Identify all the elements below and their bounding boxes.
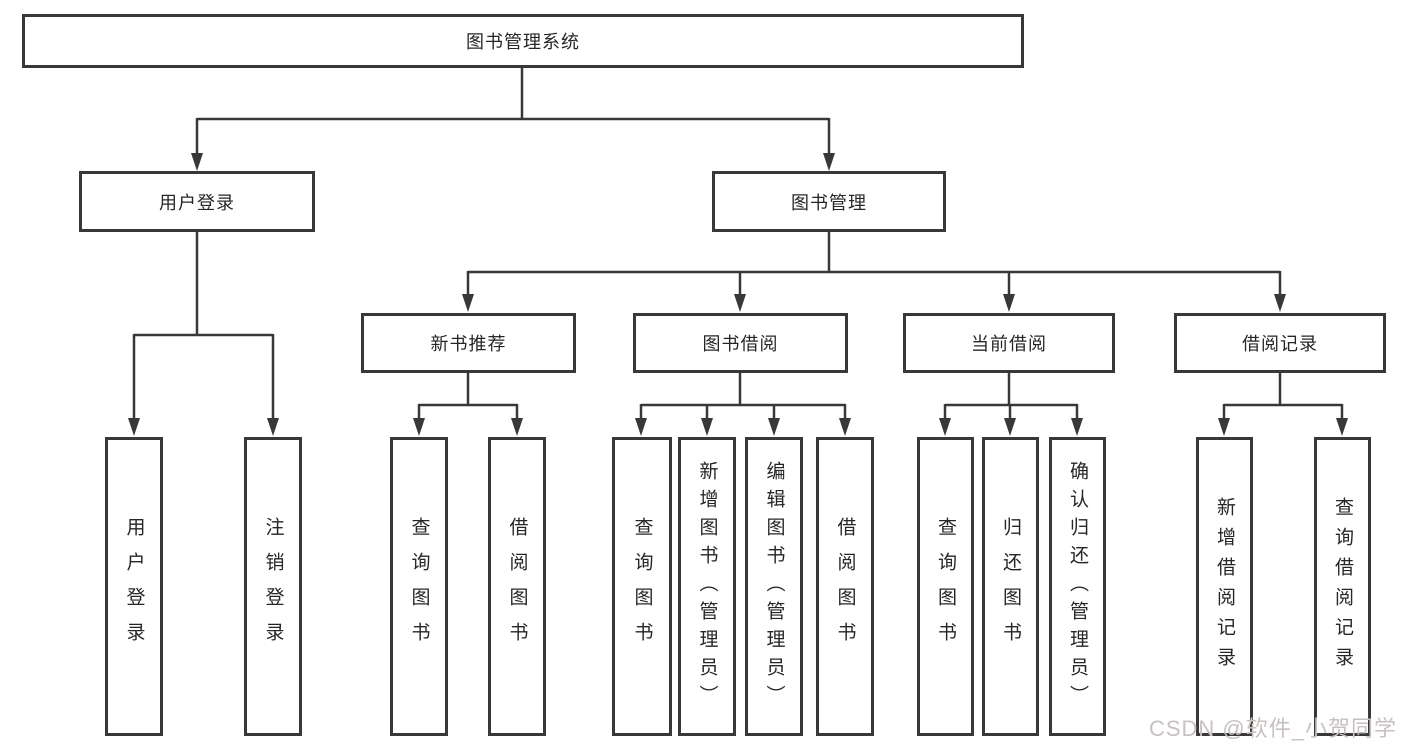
arrow-down-icon bbox=[511, 418, 523, 436]
leaf-borrow-books-1: 借阅图书 bbox=[488, 437, 546, 736]
node-label: 图书借阅 bbox=[702, 334, 779, 354]
arrow-down-icon bbox=[462, 294, 474, 312]
arrow-down-icon bbox=[823, 153, 835, 171]
leaf-query-borrow-record: 查询借阅记录 bbox=[1314, 437, 1371, 736]
arrow-down-icon bbox=[128, 418, 140, 436]
arrow-down-icon bbox=[1336, 418, 1348, 436]
node-label: 用户登录 bbox=[123, 516, 145, 657]
edge-book-mgmt-children bbox=[462, 232, 1286, 312]
arrow-down-icon bbox=[839, 418, 851, 436]
arrow-down-icon bbox=[1218, 418, 1230, 436]
node-label: 新书推荐 bbox=[430, 334, 507, 354]
arrow-down-icon bbox=[191, 153, 203, 171]
leaf-query-books-1: 查询图书 bbox=[390, 437, 448, 736]
leaf-return-books: 归还图书 bbox=[982, 437, 1039, 736]
node-new-book-recommend: 新书推荐 bbox=[361, 313, 576, 373]
node-label: 编辑图书（管理员） bbox=[763, 460, 785, 713]
leaf-edit-books-admin: 编辑图书（管理员） bbox=[745, 437, 803, 736]
edge-new-book-rec-children bbox=[413, 373, 523, 436]
arrow-down-icon bbox=[635, 418, 647, 436]
arrow-down-icon bbox=[768, 418, 780, 436]
leaf-add-books-admin: 新增图书（管理员） bbox=[678, 437, 736, 736]
node-label: 查询图书 bbox=[631, 516, 653, 657]
edge-borrow-records-children bbox=[1218, 373, 1348, 436]
leaf-borrow-books-2: 借阅图书 bbox=[816, 437, 874, 736]
node-label: 图书管理 bbox=[791, 192, 867, 213]
node-book-management: 图书管理 bbox=[712, 171, 946, 232]
leaf-confirm-return-admin: 确认归还（管理员） bbox=[1049, 437, 1106, 736]
node-label: 用户登录 bbox=[159, 192, 235, 213]
arrow-down-icon bbox=[1071, 418, 1083, 436]
node-label: 新增图书（管理员） bbox=[696, 460, 718, 713]
arrow-down-icon bbox=[701, 418, 713, 436]
node-label: 确认归还（管理员） bbox=[1067, 460, 1088, 713]
leaf-query-books-3: 查询图书 bbox=[917, 437, 974, 736]
node-label: 图书管理系统 bbox=[466, 32, 580, 52]
arrow-down-icon bbox=[413, 418, 425, 436]
edge-user-login-children bbox=[128, 232, 279, 436]
arrow-down-icon bbox=[267, 418, 279, 436]
node-label: 查询图书 bbox=[408, 516, 430, 657]
edge-root-to-level2 bbox=[191, 68, 835, 171]
arrow-down-icon bbox=[939, 418, 951, 436]
node-label: 归还图书 bbox=[1000, 516, 1021, 657]
arrow-down-icon bbox=[734, 294, 746, 312]
node-label: 注销登录 bbox=[262, 516, 284, 657]
node-label: 借阅图书 bbox=[834, 516, 856, 657]
arrow-down-icon bbox=[1004, 418, 1016, 436]
leaf-user-login: 用户登录 bbox=[105, 437, 163, 736]
node-book-borrowing: 图书借阅 bbox=[633, 313, 848, 373]
arrow-down-icon bbox=[1274, 294, 1286, 312]
node-borrowing-records: 借阅记录 bbox=[1174, 313, 1386, 373]
node-library-system: 图书管理系统 bbox=[22, 14, 1024, 68]
node-label: 借阅图书 bbox=[506, 516, 528, 657]
node-current-borrowing: 当前借阅 bbox=[903, 313, 1115, 373]
node-label: 查询借阅记录 bbox=[1332, 496, 1353, 677]
leaf-query-books-2: 查询图书 bbox=[612, 437, 672, 736]
edge-book-borrow-children bbox=[635, 373, 851, 436]
node-label: 查询图书 bbox=[935, 516, 956, 657]
leaf-add-borrow-record: 新增借阅记录 bbox=[1196, 437, 1253, 736]
arrow-down-icon bbox=[1003, 294, 1015, 312]
node-user-login: 用户登录 bbox=[79, 171, 315, 232]
node-label: 新增借阅记录 bbox=[1214, 496, 1235, 677]
edge-current-borrow-children bbox=[939, 373, 1083, 436]
node-label: 当前借阅 bbox=[971, 334, 1047, 354]
node-label: 借阅记录 bbox=[1242, 334, 1318, 354]
leaf-logout: 注销登录 bbox=[244, 437, 302, 736]
